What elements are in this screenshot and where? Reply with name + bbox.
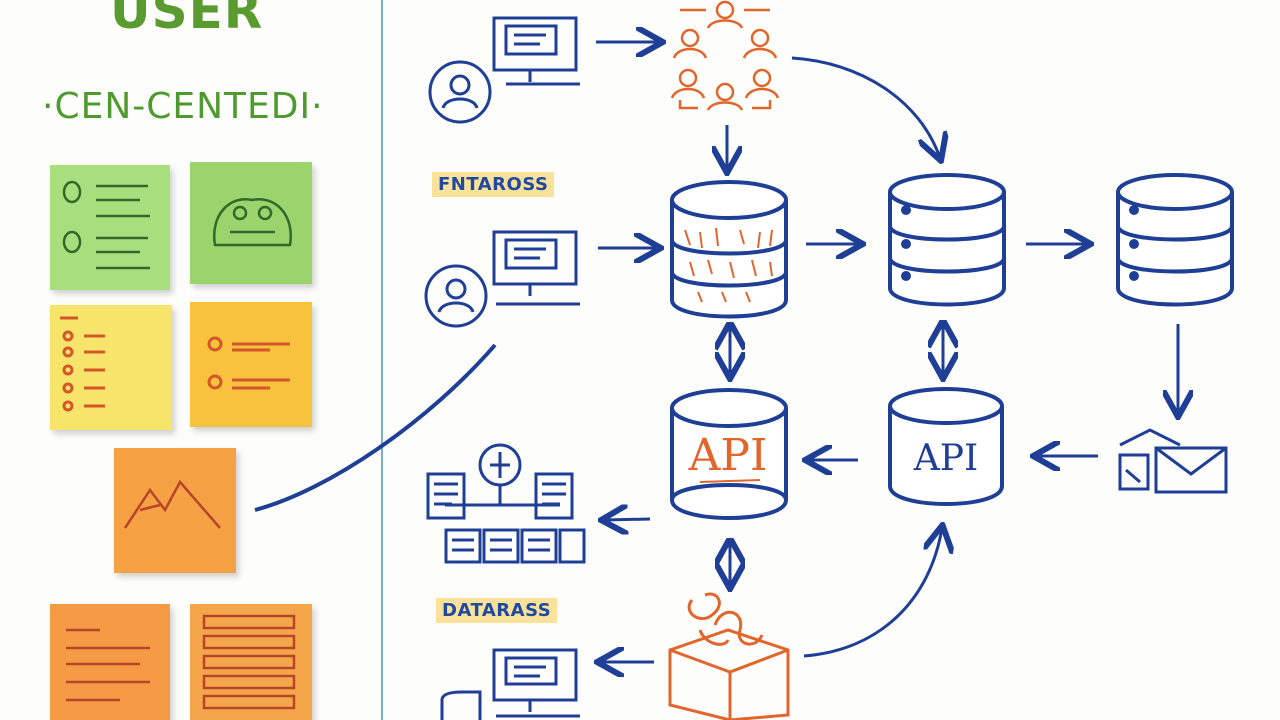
arrow-api-center-to-docs <box>604 519 651 520</box>
sticky-note-mountain-content <box>123 479 221 529</box>
connector-curve-notes <box>254 343 497 512</box>
arrow-group-to-db-middle <box>791 56 940 158</box>
sticky-note-orange-lines-content <box>66 628 150 702</box>
sticky-note-yellow-list-content <box>60 316 105 412</box>
monitor-icon-2 <box>492 230 580 306</box>
monitor-icon-1 <box>492 16 580 86</box>
sticky-note-green-sketch <box>190 162 312 284</box>
sticky-note-yellow-orange-list-content <box>207 336 290 390</box>
flow-arrows <box>596 42 1178 662</box>
monitor-icon-3 <box>492 648 580 718</box>
database-far-right <box>1116 173 1234 307</box>
label-upper-tag: FNTAROSS <box>432 172 555 197</box>
user-group-icon <box>670 0 780 111</box>
api-database-center <box>670 388 788 520</box>
database-middle-right <box>888 173 1006 307</box>
api-database-right <box>888 387 1004 506</box>
sticky-note-yellow-orange-list <box>190 302 312 427</box>
database-center-top <box>670 180 788 319</box>
api-right-label: API <box>913 438 978 479</box>
database-center-top-data <box>684 227 773 303</box>
sticky-note-orange-form <box>190 604 312 720</box>
sticky-note-green-list-content <box>62 180 150 270</box>
user-avatar-icon-1 <box>428 60 492 124</box>
sticky-note-green-sketch-content <box>212 197 293 247</box>
mail-icon <box>1118 428 1228 494</box>
title-user: USER <box>110 0 264 40</box>
user-avatar-icon-2 <box>424 264 488 328</box>
user-avatar-icon-3 <box>440 690 482 720</box>
arrow-box-to-api-right <box>803 528 942 658</box>
label-lower-tag: DATARASS <box>436 598 558 623</box>
sticky-note-orange-form-content <box>202 614 296 710</box>
section-divider <box>381 0 383 720</box>
orange-box-icon <box>668 592 790 720</box>
title-user-centered: ·CEN-CENTEDI· <box>42 86 324 127</box>
api-center-label: API <box>688 430 768 481</box>
sticky-note-orange-mountain <box>114 448 236 573</box>
document-network-icon <box>426 443 586 564</box>
